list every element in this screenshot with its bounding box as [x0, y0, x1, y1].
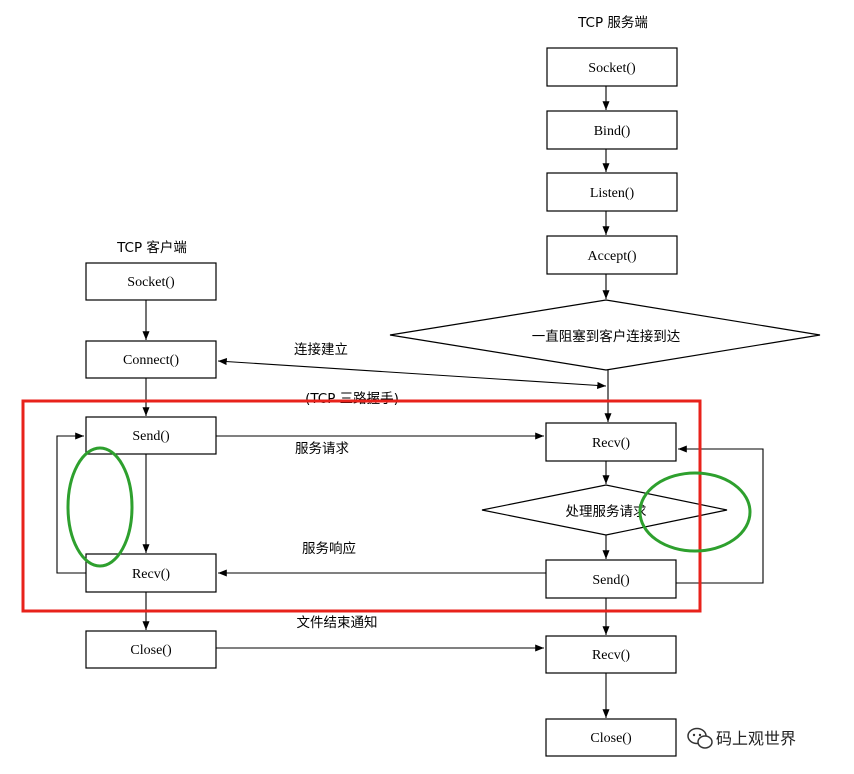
- server-process-diamond: 处理服务请求: [481, 484, 728, 536]
- server-loop-arrow: [676, 445, 764, 584]
- server-accept-box: Accept(): [546, 235, 678, 275]
- client-recv-box: Recv(): [85, 553, 217, 593]
- server-send-box: Send(): [545, 559, 677, 599]
- server-wait-diamond: 一直阻塞到客户连接到达: [389, 299, 821, 371]
- server-listen-label: Listen(): [590, 186, 635, 201]
- handshake-label: (TCP 三路握手): [305, 391, 399, 407]
- server-bind-label: Bind(): [594, 124, 631, 139]
- client-title: TCP 客户端: [116, 239, 187, 256]
- request-label: 服务请求: [295, 441, 349, 457]
- client-connect-label: Connect(): [123, 353, 179, 368]
- connect-handshake-arrow: [217, 358, 607, 389]
- eof-label: 文件结束通知: [297, 614, 378, 631]
- response-label: 服务响应: [302, 540, 356, 557]
- server-socket-box: Socket(): [546, 47, 678, 87]
- client-send-label: Send(): [132, 429, 170, 444]
- client-connect-box: Connect(): [85, 340, 217, 379]
- server-recv-end-box: Recv(): [545, 635, 677, 674]
- client-socket-label: Socket(): [127, 275, 175, 290]
- server-listen-box: Listen(): [546, 172, 678, 212]
- wechat-icon: [687, 727, 713, 749]
- client-close-box: Close(): [85, 630, 217, 669]
- server-close-label: Close(): [590, 731, 632, 746]
- server-close-box: Close(): [545, 718, 677, 757]
- highlight-red-box: [21, 399, 702, 613]
- server-recv-label: Recv(): [592, 436, 630, 451]
- client-send-box: Send(): [85, 416, 217, 455]
- client-recv-label: Recv(): [132, 567, 170, 582]
- server-title: TCP 服务端: [577, 15, 648, 31]
- client-close-label: Close(): [130, 643, 172, 658]
- client-loop-arrow: [56, 432, 86, 574]
- server-socket-label: Socket(): [588, 61, 636, 76]
- server-bind-box: Bind(): [546, 110, 678, 150]
- server-recv-end-label: Recv(): [592, 648, 630, 663]
- server-process-label: 处理服务请求: [566, 504, 647, 520]
- highlight-green-ellipse-client: [66, 446, 134, 568]
- connect-label: 连接建立: [294, 341, 348, 358]
- client-socket-box: Socket(): [85, 262, 217, 301]
- server-send-label: Send(): [592, 573, 630, 588]
- server-wait-label: 一直阻塞到客户连接到达: [532, 328, 681, 345]
- server-accept-label: Accept(): [588, 249, 637, 264]
- server-recv-box: Recv(): [545, 422, 677, 462]
- watermark-brand: 码上观世界: [716, 729, 796, 748]
- highlight-green-ellipse-server: [638, 471, 752, 553]
